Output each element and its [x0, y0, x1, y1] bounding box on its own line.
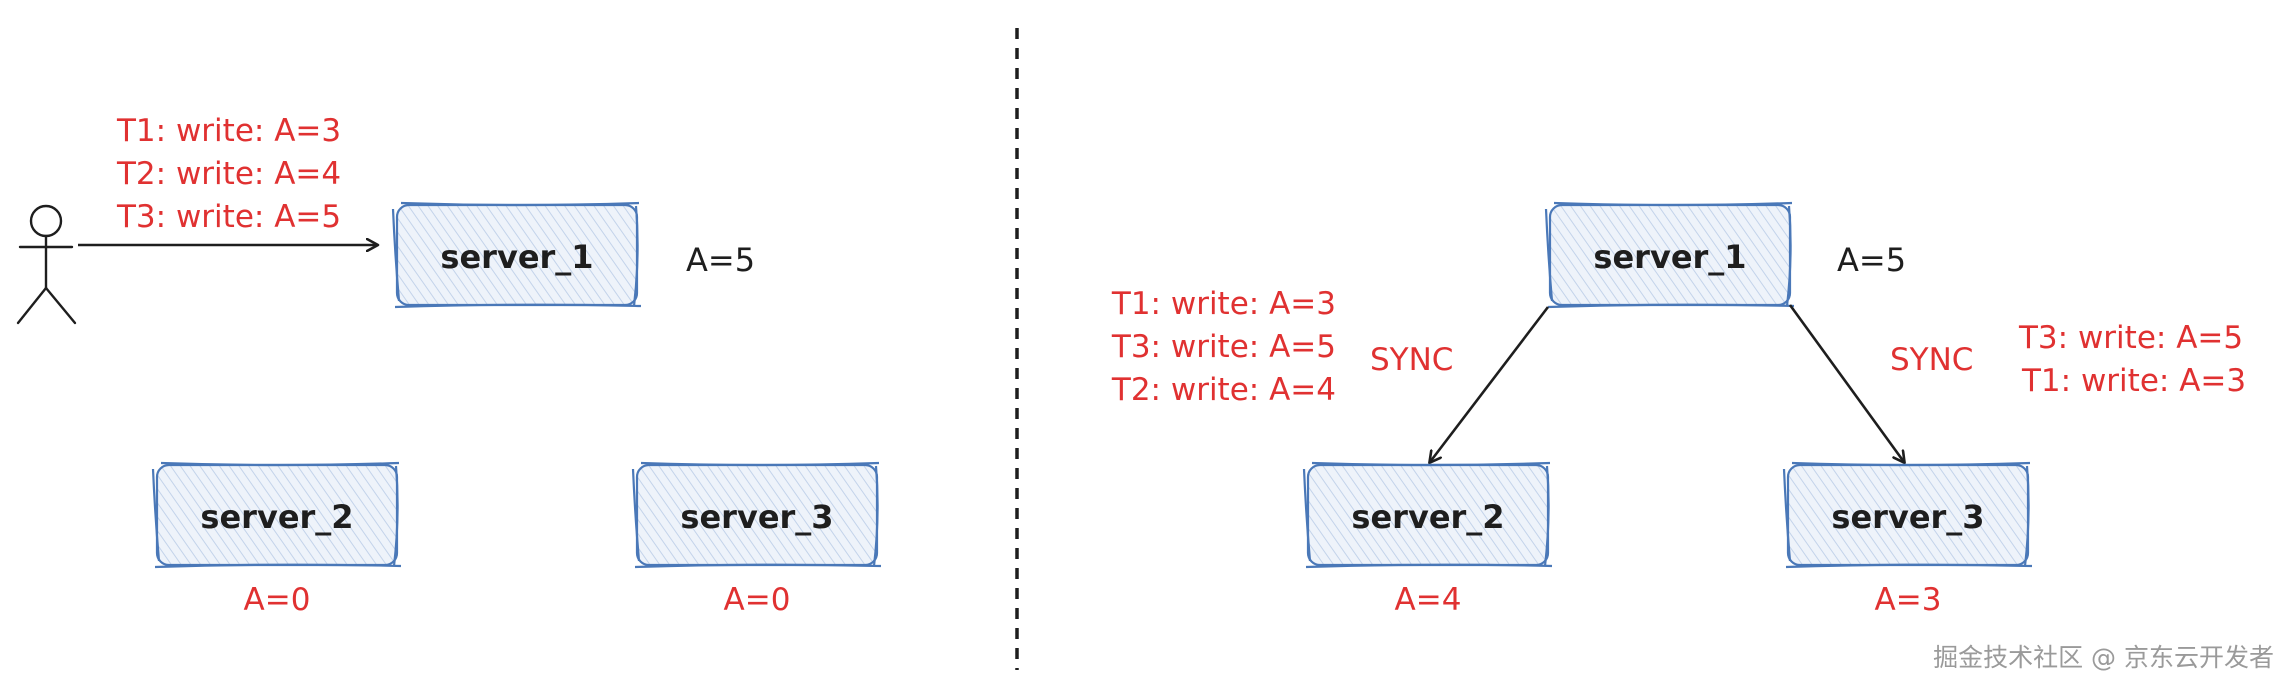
server-2-write-log-1: T1: write: A=3	[1111, 286, 1336, 322]
right-server-2-node: server_2	[1302, 461, 1553, 569]
client-user-icon	[16, 204, 77, 325]
right-panel: server_1 A=5 SYNC SYNC T1: write: A=3 T3…	[1111, 201, 2246, 618]
right-server-3-label: server_3	[1831, 498, 1984, 536]
left-server-2-value: A=0	[244, 582, 311, 618]
write-request-t2: T2: write: A=4	[116, 156, 341, 192]
right-server-3-value: A=3	[1875, 582, 1942, 618]
left-server-2-label: server_2	[200, 498, 353, 536]
right-server-2-value: A=4	[1395, 582, 1462, 618]
sync-label-left: SYNC	[1370, 342, 1453, 378]
left-server-1-node: server_1	[391, 201, 642, 309]
left-server-3-node: server_3	[631, 461, 882, 569]
left-server-1-label: server_1	[440, 238, 593, 276]
left-server-3-label: server_3	[680, 498, 833, 536]
server-3-write-log-2: T1: write: A=3	[2021, 363, 2246, 399]
sync-label-right: SYNC	[1890, 342, 1973, 378]
watermark: 掘金技术社区 @ 京东云开发者	[1933, 643, 2274, 672]
left-server-1-value: A=5	[686, 241, 755, 279]
right-server-1-value: A=5	[1837, 241, 1906, 279]
right-server-2-label: server_2	[1351, 498, 1504, 536]
sync-arrow-to-server-3	[1788, 304, 1904, 462]
right-server-1-label: server_1	[1593, 238, 1746, 276]
left-panel: T1: write: A=3 T2: write: A=4 T3: write:…	[16, 113, 882, 618]
server-2-write-log-3: T2: write: A=4	[1111, 372, 1336, 408]
write-request-t1: T1: write: A=3	[116, 113, 341, 149]
sync-arrow-to-server-2	[1430, 306, 1550, 462]
right-server-3-node: server_3	[1782, 461, 2033, 569]
server-3-write-log-1: T3: write: A=5	[2018, 320, 2243, 356]
right-server-1-node: server_1	[1544, 201, 1795, 309]
write-request-t3: T3: write: A=5	[116, 199, 341, 235]
left-server-3-value: A=0	[724, 582, 791, 618]
server-2-write-log-2: T3: write: A=5	[1111, 329, 1336, 365]
left-server-2-node: server_2	[151, 461, 402, 569]
